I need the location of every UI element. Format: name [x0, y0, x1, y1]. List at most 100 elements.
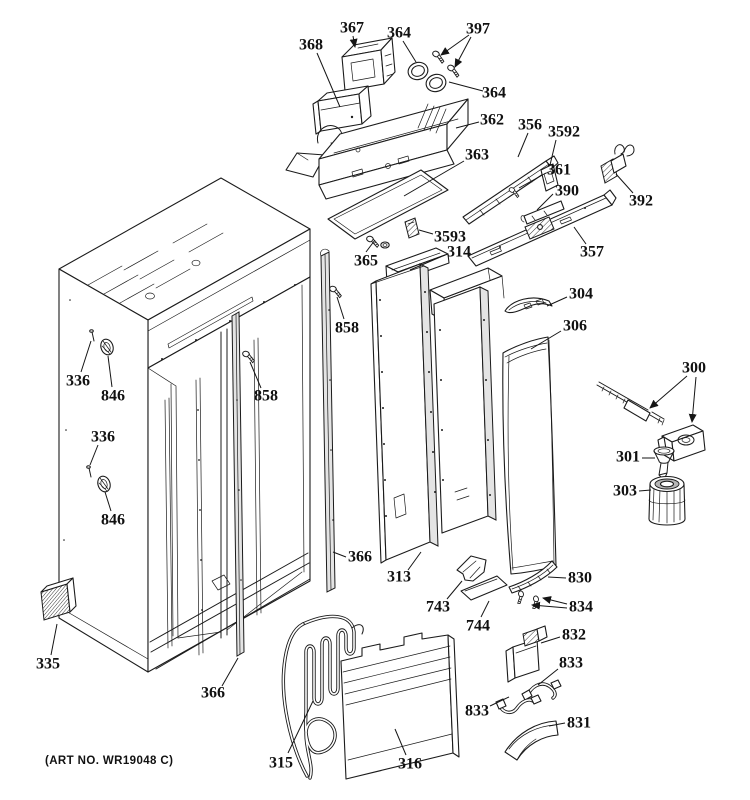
part-label-304: 304: [546, 286, 593, 307]
part-363-shelf-panel: [327, 169, 449, 240]
svg-text:846: 846: [101, 388, 125, 405]
part-368-bracket: [312, 85, 372, 135]
art-number-text: (ART NO. WR19048 C): [45, 755, 173, 767]
part-831-cover: [504, 720, 559, 761]
svg-text:846: 846: [101, 512, 125, 529]
svg-text:301: 301: [616, 449, 640, 466]
svg-text:336: 336: [91, 429, 115, 446]
part-label-314: 314: [409, 244, 471, 271]
part-label-390: 390: [536, 183, 579, 211]
part-label-356: 356: [517, 117, 542, 158]
svg-text:303: 303: [613, 483, 637, 500]
svg-text:364: 364: [482, 85, 506, 102]
part-362-dispenser-assembly: [285, 98, 469, 200]
part-846-lower: [97, 475, 111, 493]
part-label-858: 858: [249, 361, 278, 405]
part-833-harness-left: [495, 694, 542, 714]
part-336-upper: [89, 329, 95, 342]
part-label-366: 366: [201, 657, 239, 702]
svg-text:363: 363: [465, 147, 489, 164]
part-label-3592: 3592: [548, 124, 580, 166]
part-364-grommets: [407, 61, 447, 93]
part-label-361: 361: [518, 162, 571, 189]
part-367-housing: [341, 37, 396, 92]
part-3593-clip: [404, 217, 420, 239]
part-label-368: 368: [299, 37, 341, 108]
svg-text:314: 314: [447, 244, 471, 261]
part-label-397: 397: [440, 21, 490, 68]
part-336-lower: [86, 465, 92, 478]
part-label-364: 364: [448, 81, 506, 102]
part-label-336: 336: [66, 340, 92, 390]
svg-text:362: 362: [480, 112, 504, 129]
screw-834-a: [514, 589, 527, 605]
part-315-coil: [281, 614, 364, 780]
part-313-panel: [370, 263, 439, 564]
part-316-panel: [340, 632, 460, 780]
part-830-trim: [508, 560, 558, 594]
part-365-screw-clip: [364, 235, 390, 249]
svg-text:313: 313: [387, 569, 411, 586]
svg-text:831: 831: [567, 715, 591, 732]
svg-text:392: 392: [629, 193, 653, 210]
part-label-357: 357: [573, 226, 604, 261]
svg-text:832: 832: [562, 627, 586, 644]
svg-text:390: 390: [555, 183, 579, 200]
screw-397-b: [445, 63, 462, 78]
svg-text:743: 743: [426, 599, 450, 616]
part-label-303: 303: [613, 483, 652, 500]
screw-834-b: [529, 594, 542, 610]
part-label-832: 832: [540, 627, 586, 644]
svg-text:397: 397: [466, 21, 490, 38]
svg-text:364: 364: [387, 25, 411, 42]
part-846-upper: [100, 338, 114, 356]
part-306-door-panel: [502, 336, 557, 575]
part-label-336: 336: [89, 429, 115, 466]
part-390-bracket: [520, 200, 565, 225]
svg-text:834: 834: [569, 599, 593, 616]
svg-text:833: 833: [559, 655, 583, 672]
svg-text:336: 336: [66, 373, 90, 390]
part-label-392: 392: [615, 173, 653, 210]
screw-397-a: [430, 49, 447, 64]
svg-text:3593: 3593: [434, 229, 466, 246]
part-label-362: 362: [455, 112, 504, 129]
svg-text:335: 335: [36, 656, 60, 673]
part-label-830: 830: [547, 570, 592, 587]
svg-text:830: 830: [568, 570, 592, 587]
part-label-306: 306: [530, 318, 587, 350]
part-744-pad: [460, 575, 508, 601]
cabinet: [58, 177, 311, 673]
part-label-363: 363: [403, 147, 489, 197]
part-label-364: 364: [387, 25, 417, 63]
svg-text:744: 744: [466, 618, 490, 635]
part-label-3593: 3593: [418, 229, 466, 246]
part-label-367: 367: [340, 20, 364, 48]
svg-text:356: 356: [518, 117, 542, 134]
part-743-bracket: [456, 555, 487, 582]
part-label-743: 743: [426, 580, 463, 616]
part-label-300: 300: [649, 360, 706, 423]
part-label-846: 846: [101, 355, 125, 405]
part-300-tube-assembly: [596, 381, 706, 462]
svg-text:316: 316: [398, 756, 422, 773]
part-832-bracket: [505, 625, 548, 683]
part-label-831: 831: [548, 715, 591, 732]
svg-text:304: 304: [569, 286, 593, 303]
part-label-315: 315: [269, 700, 314, 772]
part-label-335: 335: [36, 623, 60, 673]
part-label-366: 366: [332, 549, 372, 566]
part-304-cap: [504, 297, 553, 314]
svg-text:368: 368: [299, 37, 323, 54]
svg-text:367: 367: [340, 20, 364, 37]
part-label-833: 833: [537, 655, 583, 686]
svg-text:858: 858: [335, 320, 359, 337]
part-335-grille: [40, 577, 77, 621]
svg-text:366: 366: [348, 549, 372, 566]
part-3592-clip: [540, 163, 559, 192]
svg-text:3592: 3592: [548, 124, 580, 141]
part-label-834: 834: [531, 596, 593, 616]
